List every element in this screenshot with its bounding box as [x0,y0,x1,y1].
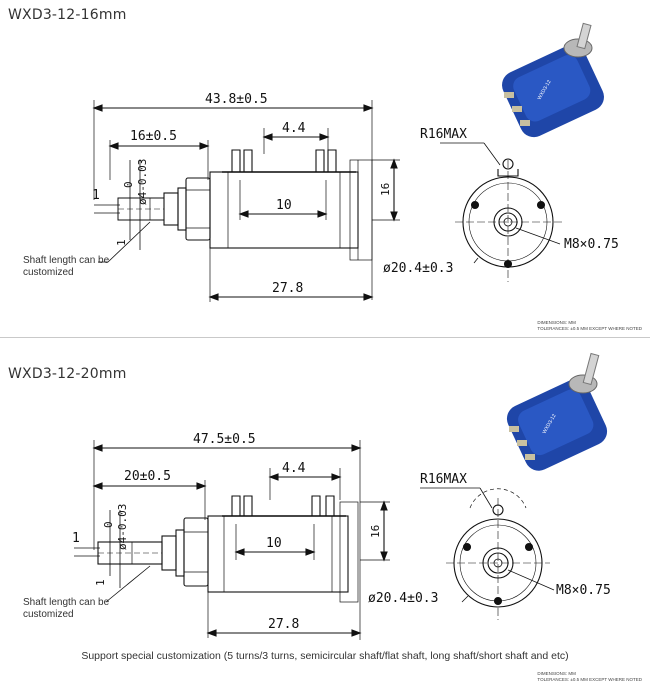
flat-width-label: 1 [72,531,80,546]
terminal-spacing-label: 4.4 [282,461,306,476]
thread-label: M8×0.75 [564,237,619,252]
flat-depth-label: 1 [115,239,128,246]
overall-length-label: 43.8±0.5 [205,92,268,107]
shaft-note-line2: customized [23,609,74,620]
section-divider [0,337,650,338]
dims-line2: TOLERANCES: ±0.5 MM EXCEPT WHERE NOTED [537,326,642,331]
flat-depth-label: 1 [94,579,107,586]
inner-length-label: 10 [276,198,292,213]
shaft-note-16mm: Shaft length can be customized [23,255,109,279]
inner-length-label: 10 [266,536,282,551]
product-image-16mm: WXD3-12 [502,22,604,138]
radius-label: R16MAX [420,472,467,487]
product-image-20mm: WXD3-12 [506,352,608,471]
flat-width-label: 1 [92,188,100,203]
customization-footer: Support special customization (5 turns/3… [81,650,569,662]
drawing-20mm: 47.5±0.5 20±0.5 4.4 10 27.8 1 1 ø4-0.03 … [72,352,611,640]
shaft-note-line2: customized [23,267,74,278]
shaft-length-label: 20±0.5 [124,469,171,484]
section-title-16mm: WXD3-12-16mm [8,7,127,23]
terminal-spacing-label: 4.4 [282,121,306,136]
section-title-20mm: WXD3-12-20mm [8,366,127,382]
body-length-label: 27.8 [268,617,299,632]
thread-label: M8×0.75 [556,583,611,598]
dims-line1: DIMENSIONS: MM [537,671,576,676]
body-dia-label: ø20.4±0.3 [368,591,438,606]
body-dia-label: ø20.4±0.3 [383,261,453,276]
shaft-length-label: 16±0.5 [130,129,177,144]
shaft-dia-tol-label: 0 [102,521,115,528]
shaft-note-line1: Shaft length can be [23,255,110,266]
drawing-16mm: 43.8±0.5 16±0.5 4.4 10 27.8 1 1 ø4-0.03 … [92,22,619,302]
dims-line2: TOLERANCES: ±0.5 MM EXCEPT WHERE NOTED [537,677,642,682]
dims-note-20mm: DIMENSIONS: MM TOLERANCES: ±0.5 MM EXCEP… [537,671,642,683]
side-view [92,100,400,302]
dims-line1: DIMENSIONS: MM [537,320,576,325]
body-height-label: 16 [369,525,382,538]
shaft-dia-label: ø4-0.03 [116,504,129,550]
front-view [420,487,555,620]
shaft-note-20mm: Shaft length can be customized [23,597,109,621]
front-view [440,142,562,282]
shaft-dia-label: ø4-0.03 [136,159,149,205]
body-height-label: 16 [379,183,392,196]
dims-note-16mm: DIMENSIONS: MM TOLERANCES: ±0.5 MM EXCEP… [537,320,642,332]
body-length-label: 27.8 [272,281,303,296]
overall-length-label: 47.5±0.5 [193,432,256,447]
radius-label: R16MAX [420,127,467,142]
shaft-dia-tol-label: 0 [122,181,135,188]
side-view [74,440,390,640]
shaft-note-line1: Shaft length can be [23,597,110,608]
